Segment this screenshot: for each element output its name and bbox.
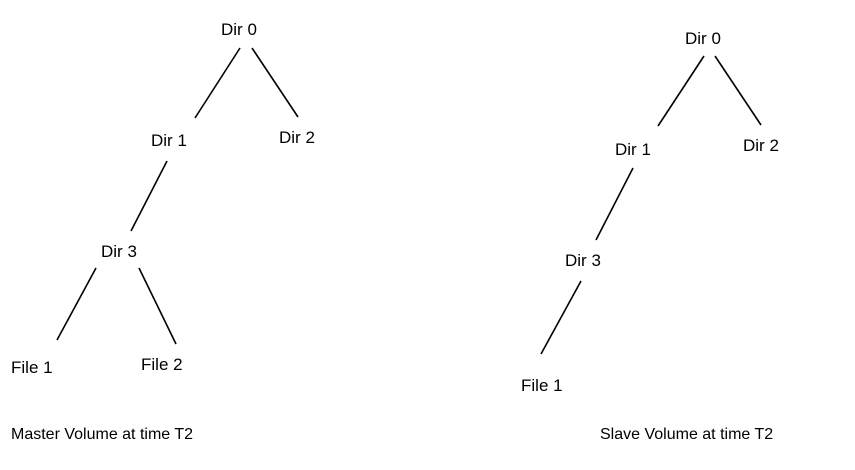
slave-edge-dir3-file1 <box>540 280 582 355</box>
master-edge-dir3-file2 <box>138 267 177 345</box>
master-node-file2: File 2 <box>141 355 183 374</box>
slave-node-dir3: Dir 3 <box>565 251 601 270</box>
slave-node-dir2: Dir 2 <box>743 136 779 155</box>
slave-node-file1: File 1 <box>521 376 563 395</box>
master-edge-dir0-dir1 <box>194 47 241 119</box>
slave-node-dir1: Dir 1 <box>615 140 651 159</box>
master-node-dir2: Dir 2 <box>279 128 315 147</box>
master-edge-dir0-dir2 <box>251 47 299 118</box>
master-caption: Master Volume at time T2 <box>11 426 193 443</box>
slave-edge-dir0-dir1 <box>657 55 705 127</box>
master-node-file1: File 1 <box>11 358 53 377</box>
master-node-dir3: Dir 3 <box>101 242 137 261</box>
slave-edge-dir0-dir2 <box>714 55 762 126</box>
master-edge-dir1-dir3 <box>130 160 168 232</box>
master-edge-dir3-file1 <box>56 267 97 341</box>
master-node-dir0: Dir 0 <box>221 20 257 39</box>
slave-caption: Slave Volume at time T2 <box>600 426 774 443</box>
slave-edge-dir1-dir3 <box>595 167 634 241</box>
slave-node-dir0: Dir 0 <box>685 29 721 48</box>
master-node-dir1: Dir 1 <box>151 131 187 150</box>
